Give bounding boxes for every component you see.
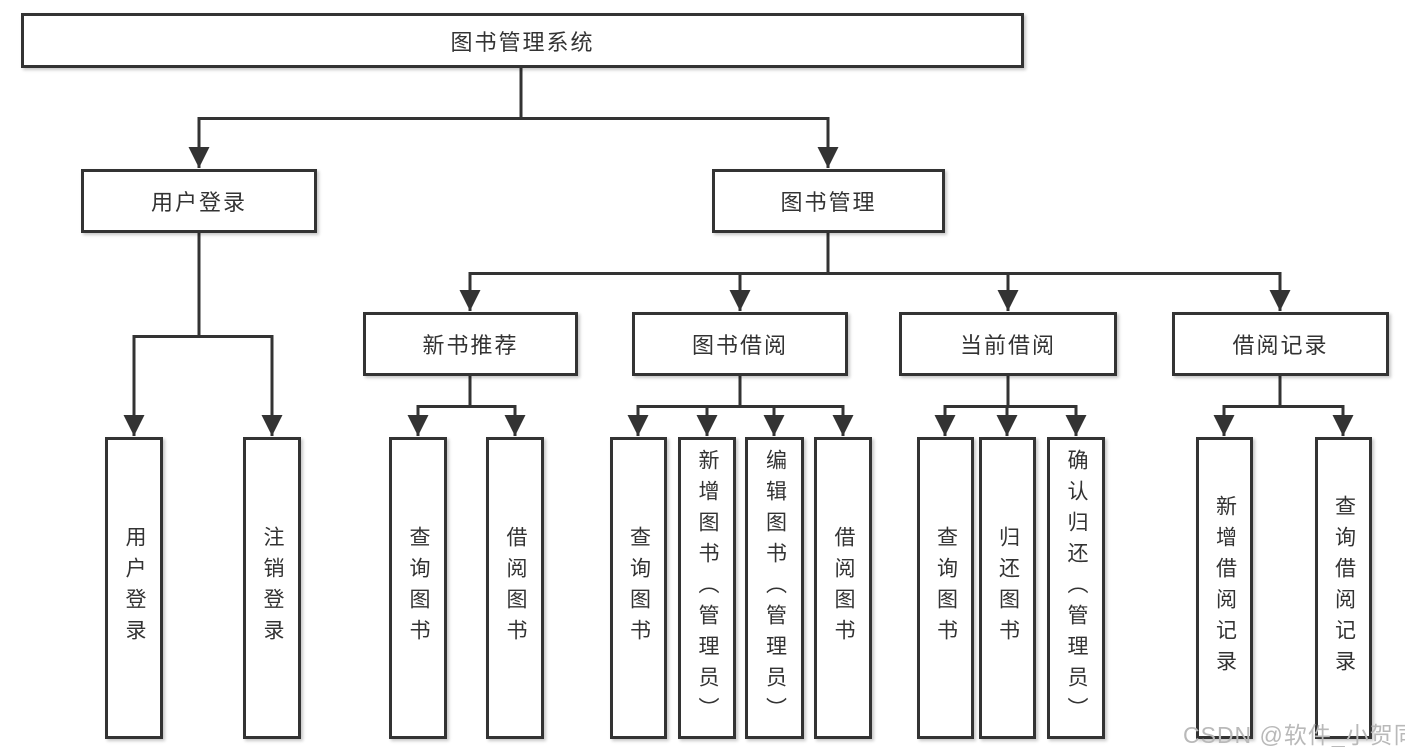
connector-root-book-management [519,68,839,168]
node-user-login: 用户登录 [81,169,317,233]
connector-mgmt-borrowing [729,233,830,311]
connector-borrowing-add [696,376,742,436]
node-current-borrowing: 当前借阅 [899,312,1117,376]
leaf-borrowing-add-books-admin-label: 新增图书（管理员） [696,448,719,728]
node-book-borrowing: 图书借阅 [632,312,848,376]
leaf-borrowing-edit-books-admin-label: 编辑图书（管理员） [763,448,787,728]
leaf-newbooks-query-books-label: 查询图书 [407,526,430,650]
leaf-borrowing-query-books: 查询图书 [610,437,667,739]
connector-current-return [996,376,1018,436]
connector-root-user-login [188,68,523,168]
leaf-logout: 注销登录 [243,437,301,739]
leaf-records-add-record-label: 新增借阅记录 [1213,495,1237,681]
leaf-records-query-record-label: 查询借阅记录 [1332,495,1356,681]
connector-userlogin-login [123,233,201,436]
leaf-logout-label: 注销登录 [261,526,284,650]
node-book-management-system: 图书管理系统 [21,13,1024,68]
connector-userlogin-logout [197,233,283,436]
node-book-management: 图书管理 [712,169,945,233]
leaf-records-query-record: 查询借阅记录 [1315,437,1372,739]
leaf-borrowing-add-books-admin: 新增图书（管理员） [678,437,736,739]
leaf-borrowing-borrow-books-label: 借阅图书 [832,526,855,650]
leaf-borrowing-edit-books-admin: 编辑图书（管理员） [745,437,804,739]
leaf-newbooks-query-books: 查询图书 [389,437,447,739]
connector-borrowing-edit [738,376,785,436]
leaf-user-login-label: 用户登录 [123,526,146,650]
leaf-borrowing-borrow-books: 借阅图书 [814,437,872,739]
leaf-current-confirm-return-admin: 确认归还（管理员） [1047,437,1105,739]
csdn-watermark: CSDN @软件_小贺同学 [1183,722,1405,747]
leaf-borrowing-query-books-label: 查询图书 [627,526,651,650]
connector-newbooks-query [407,376,472,436]
leaf-current-query-books-label: 查询图书 [934,526,958,650]
leaf-newbooks-borrow-books: 借阅图书 [486,437,544,739]
leaf-current-query-books: 查询图书 [917,437,974,739]
connector-borrowing-query [627,376,742,436]
node-borrow-records: 借阅记录 [1172,312,1389,376]
connector-current-query [934,376,1010,436]
leaf-current-return-books: 归还图书 [979,437,1036,739]
connector-records-add [1213,376,1282,436]
connector-borrowing-borrow [738,376,854,436]
connector-records-query [1278,376,1354,436]
leaf-user-login: 用户登录 [105,437,163,739]
leaf-newbooks-borrow-books-label: 借阅图书 [504,526,527,650]
connector-mgmt-current [826,233,1019,311]
leaf-current-return-books-label: 归还图书 [996,526,1020,650]
leaf-current-confirm-return-admin-label: 确认归还（管理员） [1065,448,1088,728]
connector-newbooks-borrow [468,376,526,436]
leaf-records-add-record: 新增借阅记录 [1196,437,1253,739]
node-new-book-recommend: 新书推荐 [363,312,578,376]
connector-mgmt-newbooks [459,233,830,311]
connector-current-confirm [1006,376,1087,436]
connector-mgmt-records [826,233,1291,311]
